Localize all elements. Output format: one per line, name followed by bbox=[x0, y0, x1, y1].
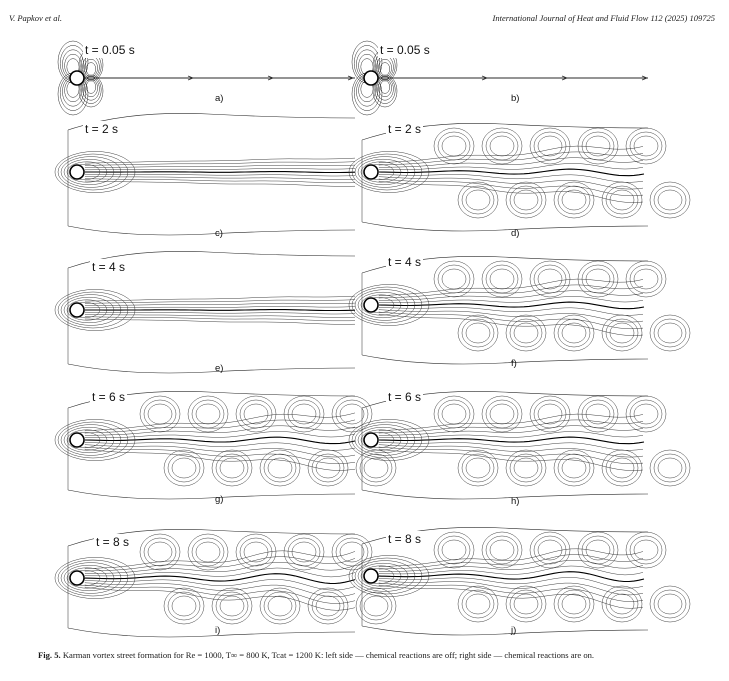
cylinder-e bbox=[69, 302, 85, 318]
panel-label-c: c) bbox=[215, 228, 223, 239]
panel-label-d: d) bbox=[511, 228, 519, 239]
cylinder-f bbox=[363, 297, 379, 313]
panel-i: t = 8 s i) bbox=[54, 529, 397, 638]
time-label-i: t = 8 s bbox=[96, 535, 129, 549]
time-label-j: t = 8 s bbox=[388, 532, 421, 546]
figure-5: t = 0.05 sa)t = 0.05 sb)t = 2 sc)t = 2 s… bbox=[54, 40, 691, 638]
panel-label-a: a) bbox=[215, 93, 223, 104]
cylinder-b bbox=[363, 70, 379, 86]
panel-j: t = 8 s j) bbox=[348, 527, 691, 636]
time-label-c: t = 2 s bbox=[85, 122, 118, 136]
cylinder-h bbox=[363, 432, 379, 448]
panel-label-h: h) bbox=[511, 496, 519, 507]
cylinder-d bbox=[363, 164, 379, 180]
panel-label-e: e) bbox=[215, 363, 223, 374]
figure-caption: Fig. 5. Karman vortex street formation f… bbox=[38, 650, 698, 660]
time-label-h: t = 6 s bbox=[388, 390, 421, 404]
panel-c: t = 2 s c) bbox=[54, 113, 356, 239]
panel-d: t = 2 s d) bbox=[348, 121, 691, 239]
panel-b: t = 0.05 s b) bbox=[351, 40, 649, 116]
cylinder-g bbox=[69, 432, 85, 448]
panel-label-j: j) bbox=[510, 625, 516, 636]
time-label-b: t = 0.05 s bbox=[380, 43, 430, 57]
cylinder-c bbox=[69, 164, 85, 180]
panel-label-g: g) bbox=[215, 494, 223, 505]
panel-label-b: b) bbox=[511, 93, 519, 104]
time-label-e: t = 4 s bbox=[92, 260, 125, 274]
panel-h: t = 6 s h) bbox=[348, 389, 691, 507]
panel-e: t = 4 s e) bbox=[54, 251, 356, 374]
panel-label-f: f) bbox=[511, 358, 517, 369]
caption-fig-number: Fig. 5. bbox=[38, 650, 61, 660]
cylinder-i bbox=[69, 570, 85, 586]
cylinder-j bbox=[363, 568, 379, 584]
cylinder-a bbox=[69, 70, 85, 86]
time-label-a: t = 0.05 s bbox=[85, 43, 135, 57]
panel-a: t = 0.05 s a) bbox=[57, 40, 355, 116]
caption-text: Karman vortex street formation for Re = … bbox=[62, 650, 595, 660]
time-label-d: t = 2 s bbox=[388, 122, 421, 136]
panel-f: t = 4 s f) bbox=[348, 254, 691, 369]
panel-label-i: i) bbox=[215, 625, 220, 636]
header-author: V. Papkov et al. bbox=[9, 13, 62, 23]
time-label-f: t = 4 s bbox=[388, 255, 421, 269]
panel-g: t = 6 s g) bbox=[54, 389, 397, 505]
time-label-g: t = 6 s bbox=[92, 390, 125, 404]
header-journal: International Journal of Heat and Fluid … bbox=[492, 13, 715, 23]
